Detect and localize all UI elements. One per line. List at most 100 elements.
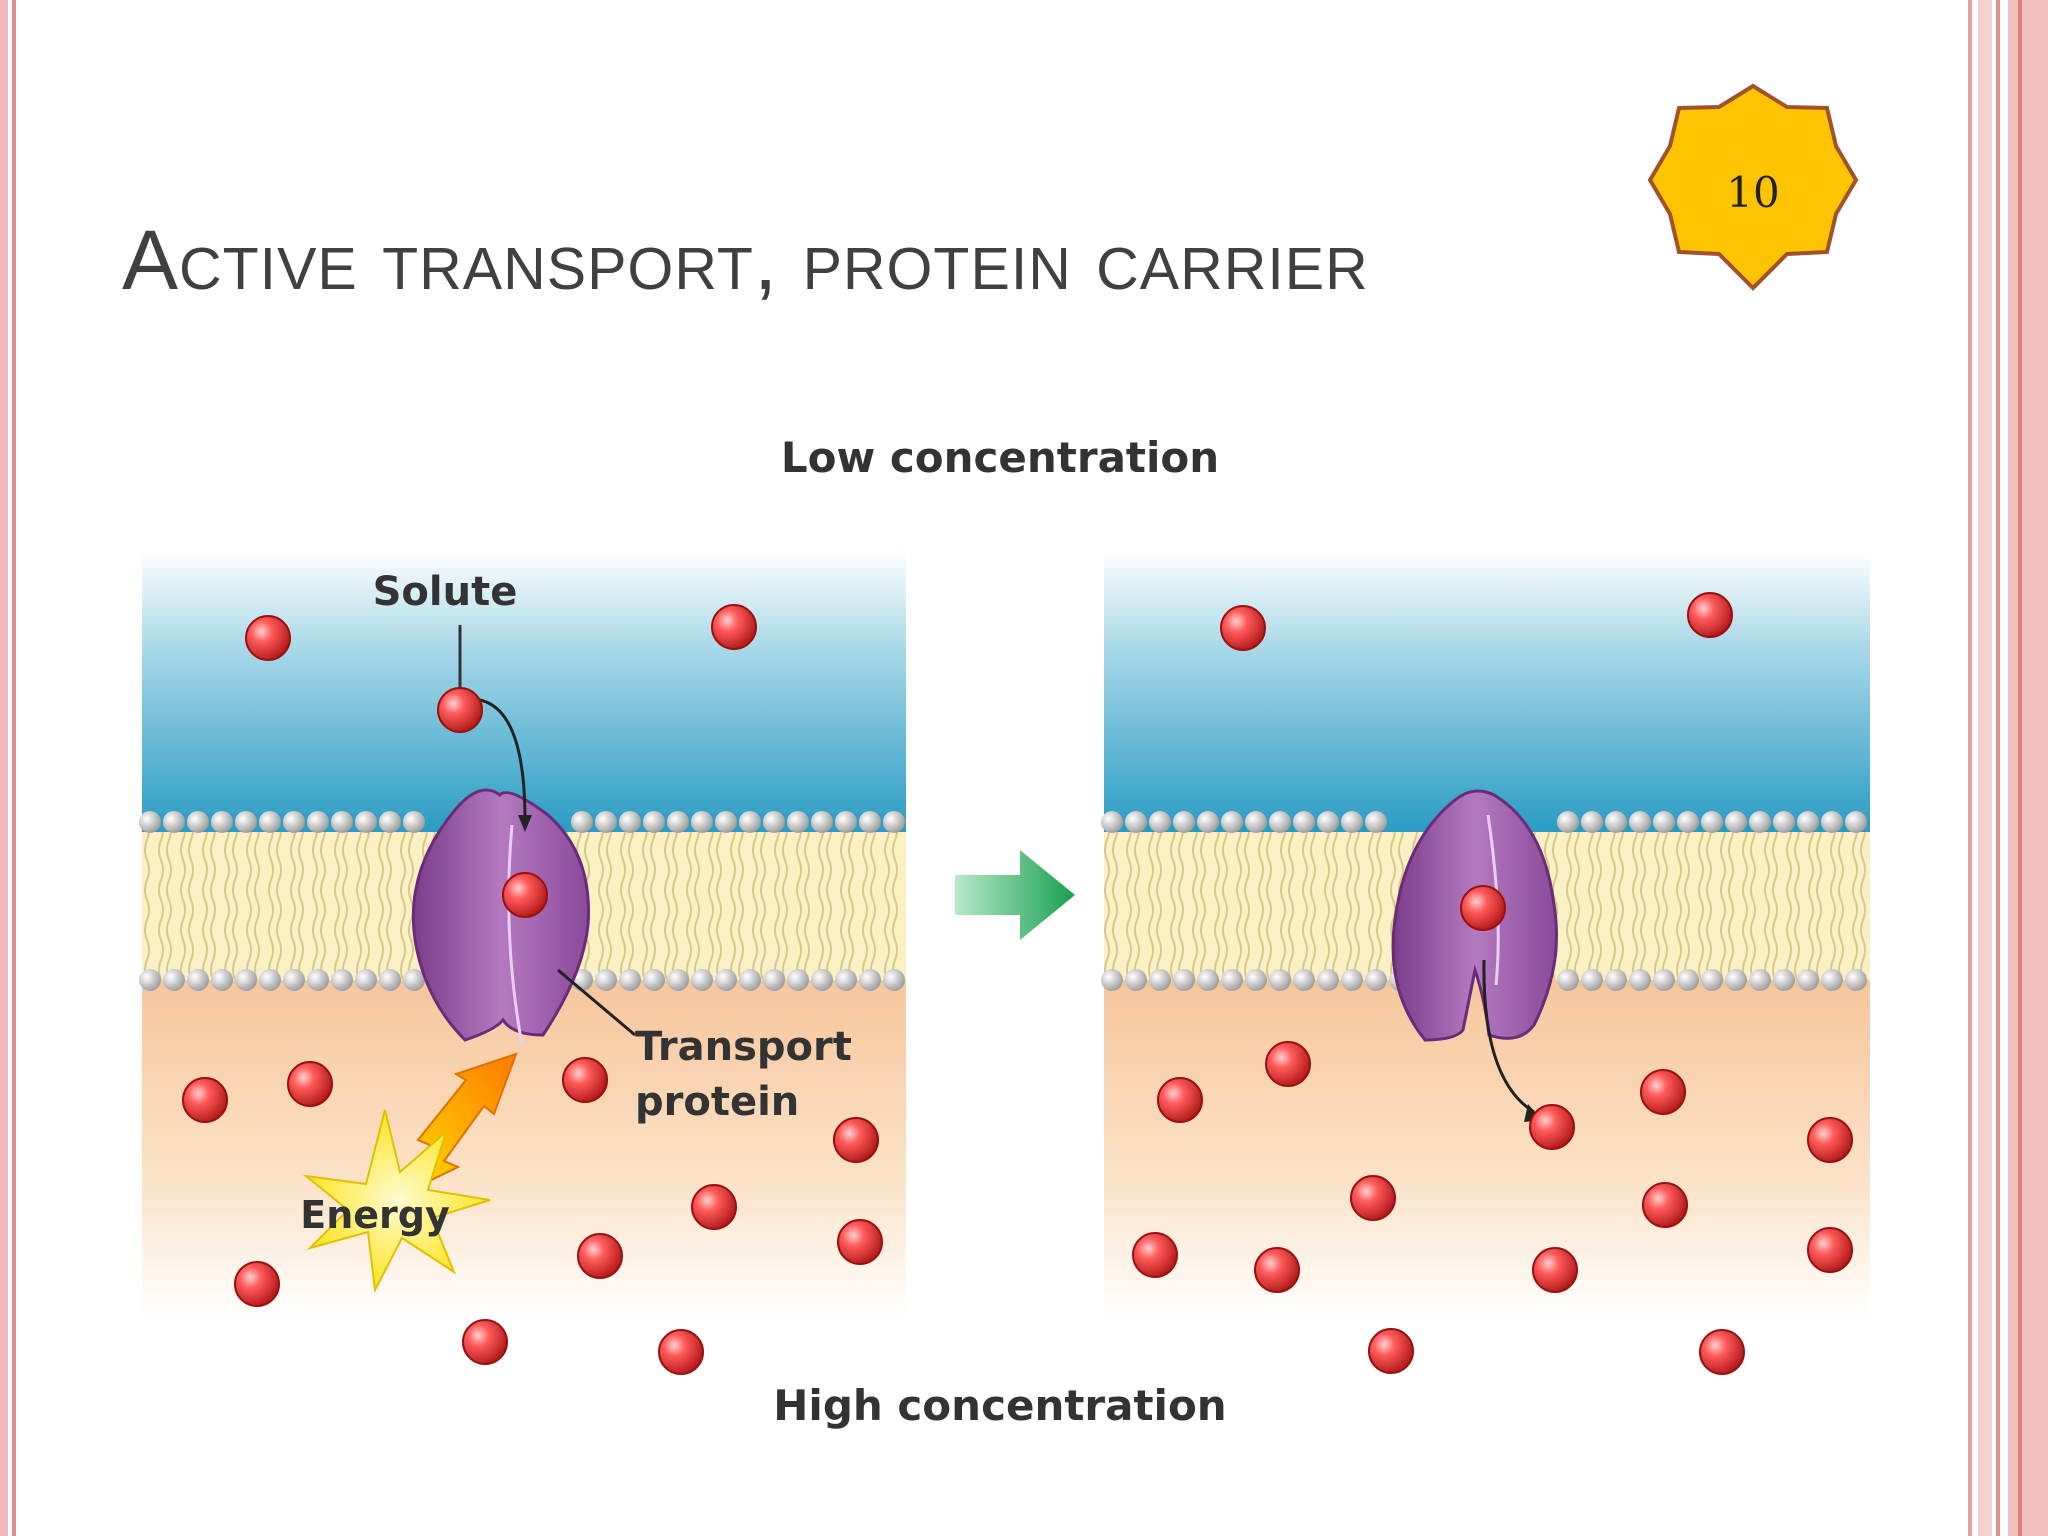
phospholipid-head [691, 969, 713, 991]
phospholipid-head [835, 811, 857, 833]
phospholipid-head [619, 969, 641, 991]
phospholipid-head [787, 811, 809, 833]
phospholipid-head [883, 811, 905, 833]
phospholipid-head [1821, 811, 1843, 833]
phospholipid-head [1221, 969, 1243, 991]
right-border-decoration [1968, 0, 2048, 1536]
solute-molecule [691, 1184, 737, 1230]
transport-protein [411, 788, 590, 1046]
phospholipid-head [403, 811, 425, 833]
phospholipid-head [1653, 969, 1675, 991]
phospholipid-head [1293, 811, 1315, 833]
phospholipid-head [787, 969, 809, 991]
phospholipid-head [1725, 811, 1747, 833]
transport-protein-label-line2: protein [635, 1079, 799, 1125]
solute-molecule [577, 1233, 623, 1279]
solute-molecule [837, 1219, 883, 1265]
phospholipid-head [619, 811, 641, 833]
transport-protein-label-line1: Transport [635, 1024, 852, 1070]
phospholipid-head [1341, 811, 1363, 833]
phospholipid-head [1845, 811, 1867, 833]
phospholipid-head [859, 811, 881, 833]
phospholipid-head [739, 811, 761, 833]
phospholipid-head [667, 811, 689, 833]
solute-molecule [1220, 605, 1266, 651]
phospholipid-head [595, 811, 617, 833]
phospholipid-head [643, 811, 665, 833]
phospholipid-head [1701, 969, 1723, 991]
phospholipid-head [211, 811, 233, 833]
energy-burst-icon [302, 1109, 491, 1294]
phospholipid-head [259, 969, 281, 991]
phospholipid-head [715, 969, 737, 991]
phospholipid-head [1845, 969, 1867, 991]
solute-molecule [1807, 1227, 1853, 1273]
phospholipid-head [1365, 969, 1387, 991]
phospholipid-head [1797, 811, 1819, 833]
phospholipid-head [1341, 969, 1363, 991]
phospholipid-head [1821, 969, 1843, 991]
phospholipid-head [283, 969, 305, 991]
phospholipid-head [1197, 969, 1219, 991]
phospholipid-head [1197, 811, 1219, 833]
phospholipid-head [1317, 969, 1339, 991]
phospholipid-head [355, 811, 377, 833]
solute-molecule [562, 1057, 608, 1103]
phospholipid-head [1557, 969, 1579, 991]
solute-molecule [1532, 1247, 1578, 1293]
phospholipid-head [1125, 811, 1147, 833]
phospholipid-head [139, 969, 161, 991]
phospholipid-head [283, 811, 305, 833]
phospholipid-head [1269, 811, 1291, 833]
phospholipid-head [1749, 811, 1771, 833]
phospholipid-head [163, 811, 185, 833]
phospholipid-head [1677, 969, 1699, 991]
next-step-arrow-icon [955, 850, 1075, 940]
energy-label: Energy [300, 1193, 450, 1237]
right-panel [1101, 550, 1870, 1375]
phospholipid-head [163, 969, 185, 991]
phospholipid-head [763, 811, 785, 833]
solute-molecule [245, 615, 291, 661]
phospholipid-head [1173, 811, 1195, 833]
phospholipid-head [1245, 969, 1267, 991]
phospholipid-head [259, 811, 281, 833]
phospholipid-head [739, 969, 761, 991]
phospholipid-head [715, 811, 737, 833]
phospholipid-head [1149, 969, 1171, 991]
phospholipid-head [1605, 969, 1627, 991]
solute-molecule [1350, 1175, 1396, 1221]
phospholipid-head [187, 811, 209, 833]
solute-label: Solute [373, 569, 518, 615]
phospholipid-head [403, 969, 425, 991]
active-transport-diagram: Low concentration High concentration [110, 420, 1900, 1450]
solute-molecule [1699, 1329, 1745, 1375]
phospholipid-head [1629, 969, 1651, 991]
phospholipid-head [1581, 811, 1603, 833]
phospholipid-head [1293, 969, 1315, 991]
phospholipid-head [307, 811, 329, 833]
left-panel: Energy Solute Transport protein [139, 550, 906, 1375]
phospholipid-head [643, 969, 665, 991]
phospholipid-head [1797, 969, 1819, 991]
phospholipid-head [211, 969, 233, 991]
phospholipid-head [1701, 811, 1723, 833]
solute-molecule [1529, 1104, 1575, 1150]
phospholipid-head [1173, 969, 1195, 991]
phospholipid-head [331, 811, 353, 833]
phospholipid-head [1605, 811, 1627, 833]
solute-molecule [1265, 1041, 1311, 1087]
phospholipid-head [1149, 811, 1171, 833]
phospholipid-head [139, 811, 161, 833]
solute-molecule [1132, 1232, 1178, 1278]
solute-molecule [502, 872, 548, 918]
page-number-badge: 10 [1646, 82, 1860, 296]
solute-molecule [1642, 1182, 1688, 1228]
solute-molecule [437, 687, 483, 733]
phospholipid-head [307, 969, 329, 991]
solute-molecule [1640, 1069, 1686, 1115]
phospholipid-head [1581, 969, 1603, 991]
solute-molecule [1460, 885, 1506, 931]
phospholipid-head [1245, 811, 1267, 833]
phospholipid-head [1221, 811, 1243, 833]
